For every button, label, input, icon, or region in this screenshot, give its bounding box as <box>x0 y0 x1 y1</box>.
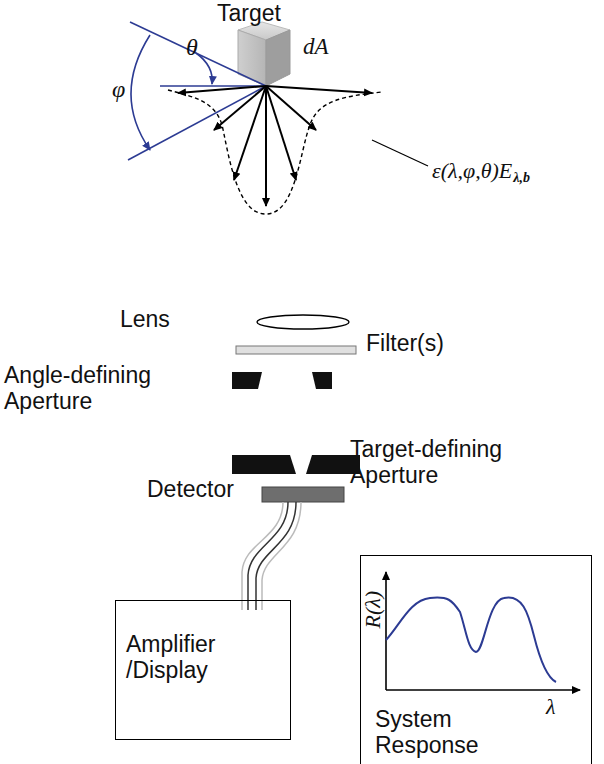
node-text: System Response <box>375 706 505 759</box>
target-aperture <box>232 455 296 474</box>
detector-wires <box>242 502 301 610</box>
area-label: dA <box>303 34 329 60</box>
response-panel: System Response <box>360 555 592 764</box>
angle-aperture <box>312 372 332 389</box>
node-text: Amplifier /Display <box>126 631 238 684</box>
filter <box>236 346 356 354</box>
label: Target <box>217 0 281 26</box>
angle-symbol: φ <box>112 76 125 104</box>
part-label: Detector <box>147 476 234 502</box>
part-label: Filter(s) <box>366 330 444 356</box>
subscript: λ,b <box>513 170 530 186</box>
detector <box>262 487 344 502</box>
emission-arrows <box>178 86 372 206</box>
axis-label: R(λ) <box>360 591 385 629</box>
leader-line <box>372 140 428 166</box>
amplifier-box: Amplifier /Display <box>115 600 291 740</box>
lens <box>257 315 349 329</box>
part-label: Angle-defining Aperture <box>4 362 204 415</box>
axis-label: λ <box>546 694 556 719</box>
part-label: Target-defining Aperture <box>350 436 550 489</box>
angle-lines <box>128 22 266 160</box>
part-label: Lens <box>120 306 170 332</box>
emission-label: ε(λ,φ,θ)E <box>432 158 512 183</box>
emission-lobe <box>168 90 382 214</box>
angle-symbol: θ <box>186 34 198 62</box>
angle-aperture <box>232 372 262 389</box>
response-chart <box>386 572 580 690</box>
